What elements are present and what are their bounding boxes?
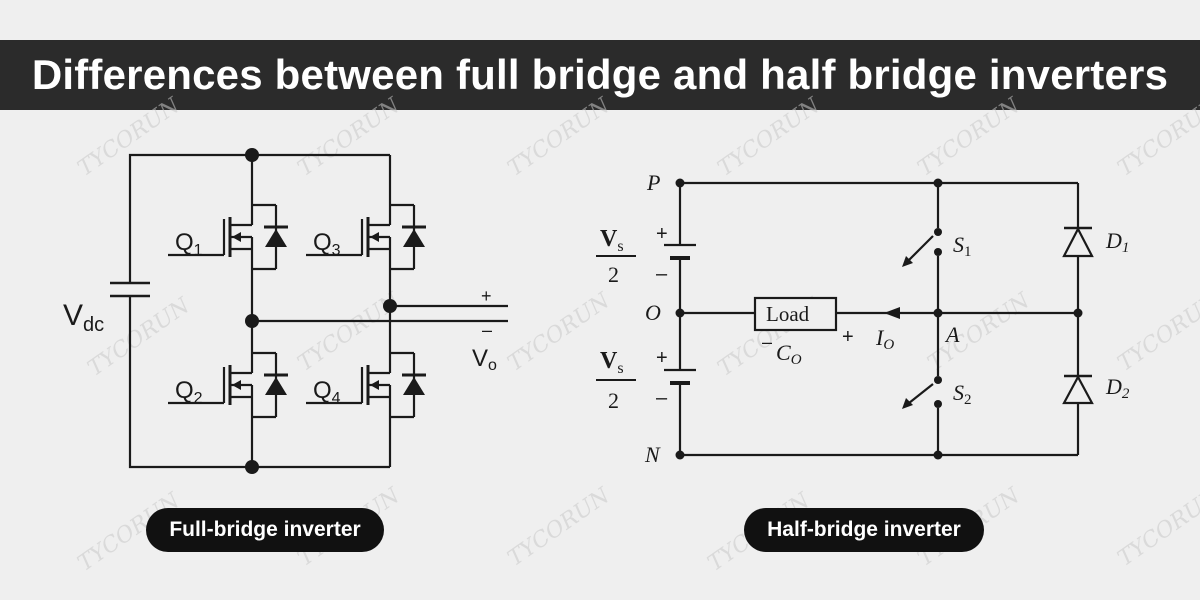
junction-dot — [245, 314, 259, 328]
q4-label: Q4 — [313, 377, 341, 407]
co-label: CO — [776, 340, 802, 368]
vo-label: Vo — [472, 345, 497, 374]
node-p-label: P — [646, 170, 660, 195]
output-plus: + — [481, 286, 492, 306]
node-o-label: O — [645, 300, 661, 325]
junction-dot — [383, 299, 397, 313]
diode-d1 — [1062, 226, 1094, 258]
s2-label: S2 — [953, 380, 972, 408]
d2-label: D2 — [1105, 374, 1130, 402]
vs-lower-denominator: 2 — [608, 388, 619, 413]
half-bridge-caption: Half-bridge inverter — [744, 508, 984, 552]
diode-d2 — [1062, 374, 1094, 405]
q3-label: Q3 — [313, 229, 341, 259]
output-minus: – — [482, 320, 492, 340]
load-label: Load — [766, 302, 810, 326]
vs-lower-label: Vs — [600, 348, 624, 377]
battery-lower-plus: + — [656, 347, 668, 369]
junction-dot — [245, 460, 259, 474]
node-n-label: N — [644, 442, 661, 467]
vs-upper-label: Vs — [600, 226, 624, 255]
full-bridge-circuit: Vdc Q1 Q3 Q2 Q4 + – Vo — [63, 148, 508, 474]
s1-label: S1 — [953, 232, 972, 260]
vdc-label: Vdc — [63, 299, 104, 336]
battery-upper-minus: – — [656, 263, 668, 285]
io-label: IO — [875, 325, 894, 353]
vs-upper-denominator: 2 — [608, 262, 619, 287]
junction-dot — [245, 148, 259, 162]
battery-lower-minus: – — [656, 387, 668, 409]
load-box — [753, 296, 838, 332]
current-arrow — [884, 307, 900, 319]
d1-label: D1 — [1105, 228, 1129, 256]
page-title: Differences between full bridge and half… — [0, 40, 1200, 110]
full-bridge-caption: Full-bridge inverter — [146, 508, 384, 552]
load-minus: – — [762, 332, 772, 352]
q2-label: Q2 — [175, 377, 203, 407]
node-a-label: A — [944, 322, 960, 347]
half-bridge-circuit: P O N A Vs 2 + – Vs 2 + – Load – CO + IO… — [596, 170, 1130, 467]
battery-upper-plus: + — [656, 223, 668, 245]
load-plus: + — [842, 326, 854, 348]
q1-label: Q1 — [175, 229, 203, 259]
